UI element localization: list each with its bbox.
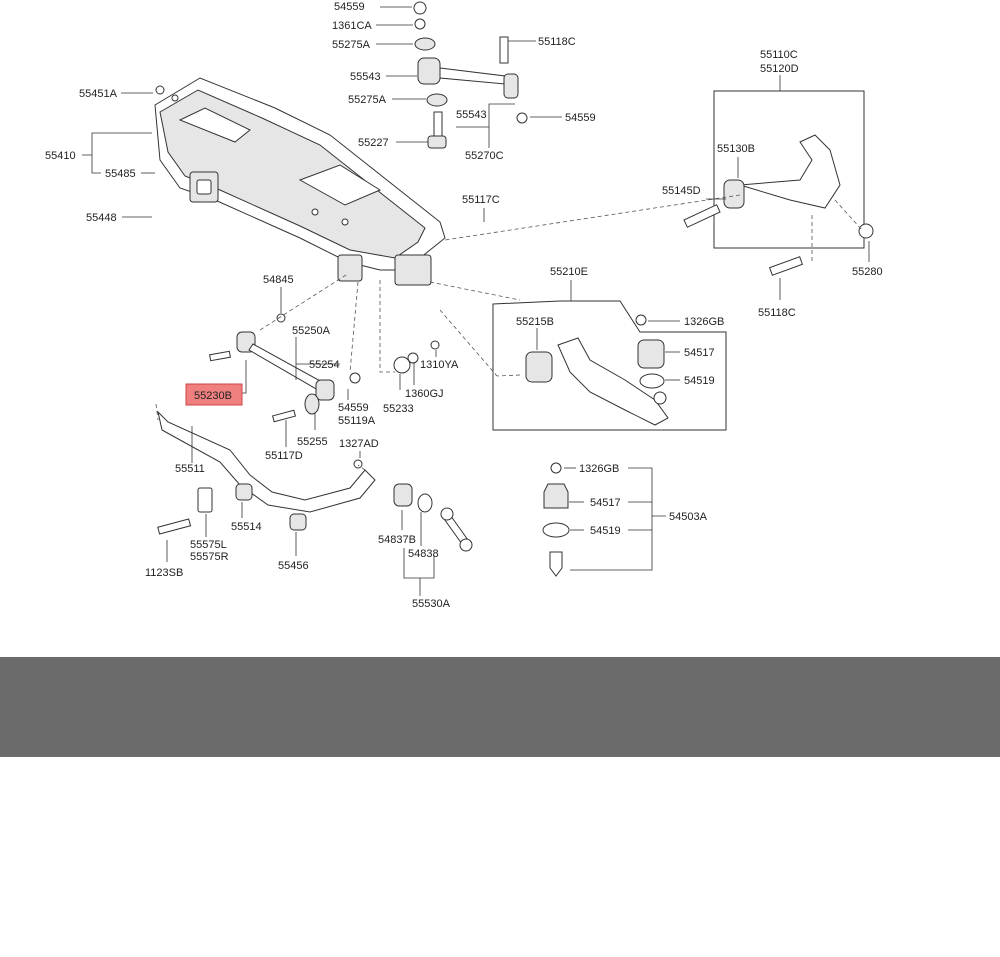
- label-55275A-top: 55275A: [332, 39, 371, 51]
- label-55230B: 55230B: [194, 390, 232, 402]
- label-55575L: 55575L: [190, 539, 227, 551]
- label-55410: 55410: [45, 150, 76, 162]
- label-54559-top: 54559: [334, 1, 365, 13]
- leader-lines: [82, 6, 870, 596]
- label-54519-kit: 54519: [590, 525, 621, 537]
- label-55575R: 55575R: [190, 551, 229, 563]
- label-55120D: 55120D: [760, 63, 799, 75]
- label-1123SB: 1123SB: [145, 567, 183, 579]
- crossmember-drawing: [154, 77, 446, 286]
- footer-banner: HYUNDAI KIA - 5523038000 N - 55230B: [0, 657, 1000, 927]
- label-55118C-top: 55118C: [538, 36, 576, 48]
- label-55117C: 55117C: [462, 194, 500, 206]
- parts-diagram: 54559 1361CA 55275A 55118C 55543 55275A …: [45, 1, 883, 610]
- label-1326GB-box: 1326GB: [684, 316, 724, 328]
- label-54837B: 54837B: [378, 534, 416, 546]
- label-55250A: 55250A: [292, 325, 331, 337]
- label-54517-box: 54517: [684, 347, 715, 359]
- upper-link-drawing: [413, 1, 528, 149]
- stabilizer-link-drawing: [393, 483, 473, 552]
- label-55117D: 55117D: [265, 450, 303, 462]
- ball-joint-kit-drawing: [542, 462, 570, 577]
- label-55210E: 55210E: [550, 266, 588, 278]
- label-54503A: 54503A: [669, 511, 708, 523]
- label-55543-top: 55543: [350, 71, 381, 83]
- label-55254: 55254: [309, 359, 340, 371]
- label-55514: 55514: [231, 521, 262, 533]
- label-55275A-mid: 55275A: [348, 94, 387, 106]
- label-55110C: 55110C: [760, 49, 798, 61]
- stabilizer-bar-drawing: [157, 410, 376, 535]
- label-54845: 54845: [263, 274, 294, 286]
- label-55255: 55255: [297, 436, 328, 448]
- label-55118C-right: 55118C: [758, 307, 796, 319]
- footer-brand-part-number: HYUNDAI KIA - 5523038000: [130, 786, 601, 827]
- label-55145D: 55145D: [662, 185, 701, 197]
- label-55485: 55485: [105, 168, 136, 180]
- label-1360GJ: 1360GJ: [405, 388, 444, 400]
- footer-diagram-reference: N - 55230B: [680, 886, 863, 927]
- highlight-box: [185, 383, 243, 406]
- lower-links-drawing: [209, 313, 440, 423]
- label-54519-box: 54519: [684, 375, 715, 387]
- label-55530A: 55530A: [412, 598, 451, 610]
- label-55543-mid: 55543: [456, 109, 487, 121]
- label-54517-kit: 54517: [590, 497, 621, 509]
- label-55130B: 55130B: [717, 143, 755, 155]
- upper-arm-drawing: [683, 134, 874, 276]
- upper-arm-box: [713, 90, 865, 249]
- label-55451A: 55451A: [79, 88, 118, 100]
- label-55215B: 55215B: [516, 316, 554, 328]
- label-55280: 55280: [852, 266, 883, 278]
- label-1310YA: 1310YA: [420, 359, 459, 371]
- label-55119A: 55119A: [338, 415, 376, 427]
- label-55233: 55233: [383, 403, 414, 415]
- label-1361CA: 1361CA: [332, 20, 372, 32]
- label-54559-low: 54559: [338, 402, 369, 414]
- label-55511: 55511: [175, 463, 205, 475]
- part-labels: 54559 1361CA 55275A 55118C 55543 55275A …: [45, 1, 883, 610]
- label-54838: 54838: [408, 548, 439, 560]
- lower-arm-drawing: [525, 314, 669, 426]
- label-54559-mid: 54559: [565, 112, 596, 124]
- label-55456: 55456: [278, 560, 309, 572]
- label-1326GB-kit: 1326GB: [579, 463, 619, 475]
- connection-lines: [155, 194, 863, 471]
- lower-arm-box: [492, 300, 727, 431]
- label-1327AD: 1327AD: [339, 438, 379, 450]
- label-55270C: 55270C: [465, 150, 504, 162]
- label-55448: 55448: [86, 212, 117, 224]
- label-55227: 55227: [358, 137, 389, 149]
